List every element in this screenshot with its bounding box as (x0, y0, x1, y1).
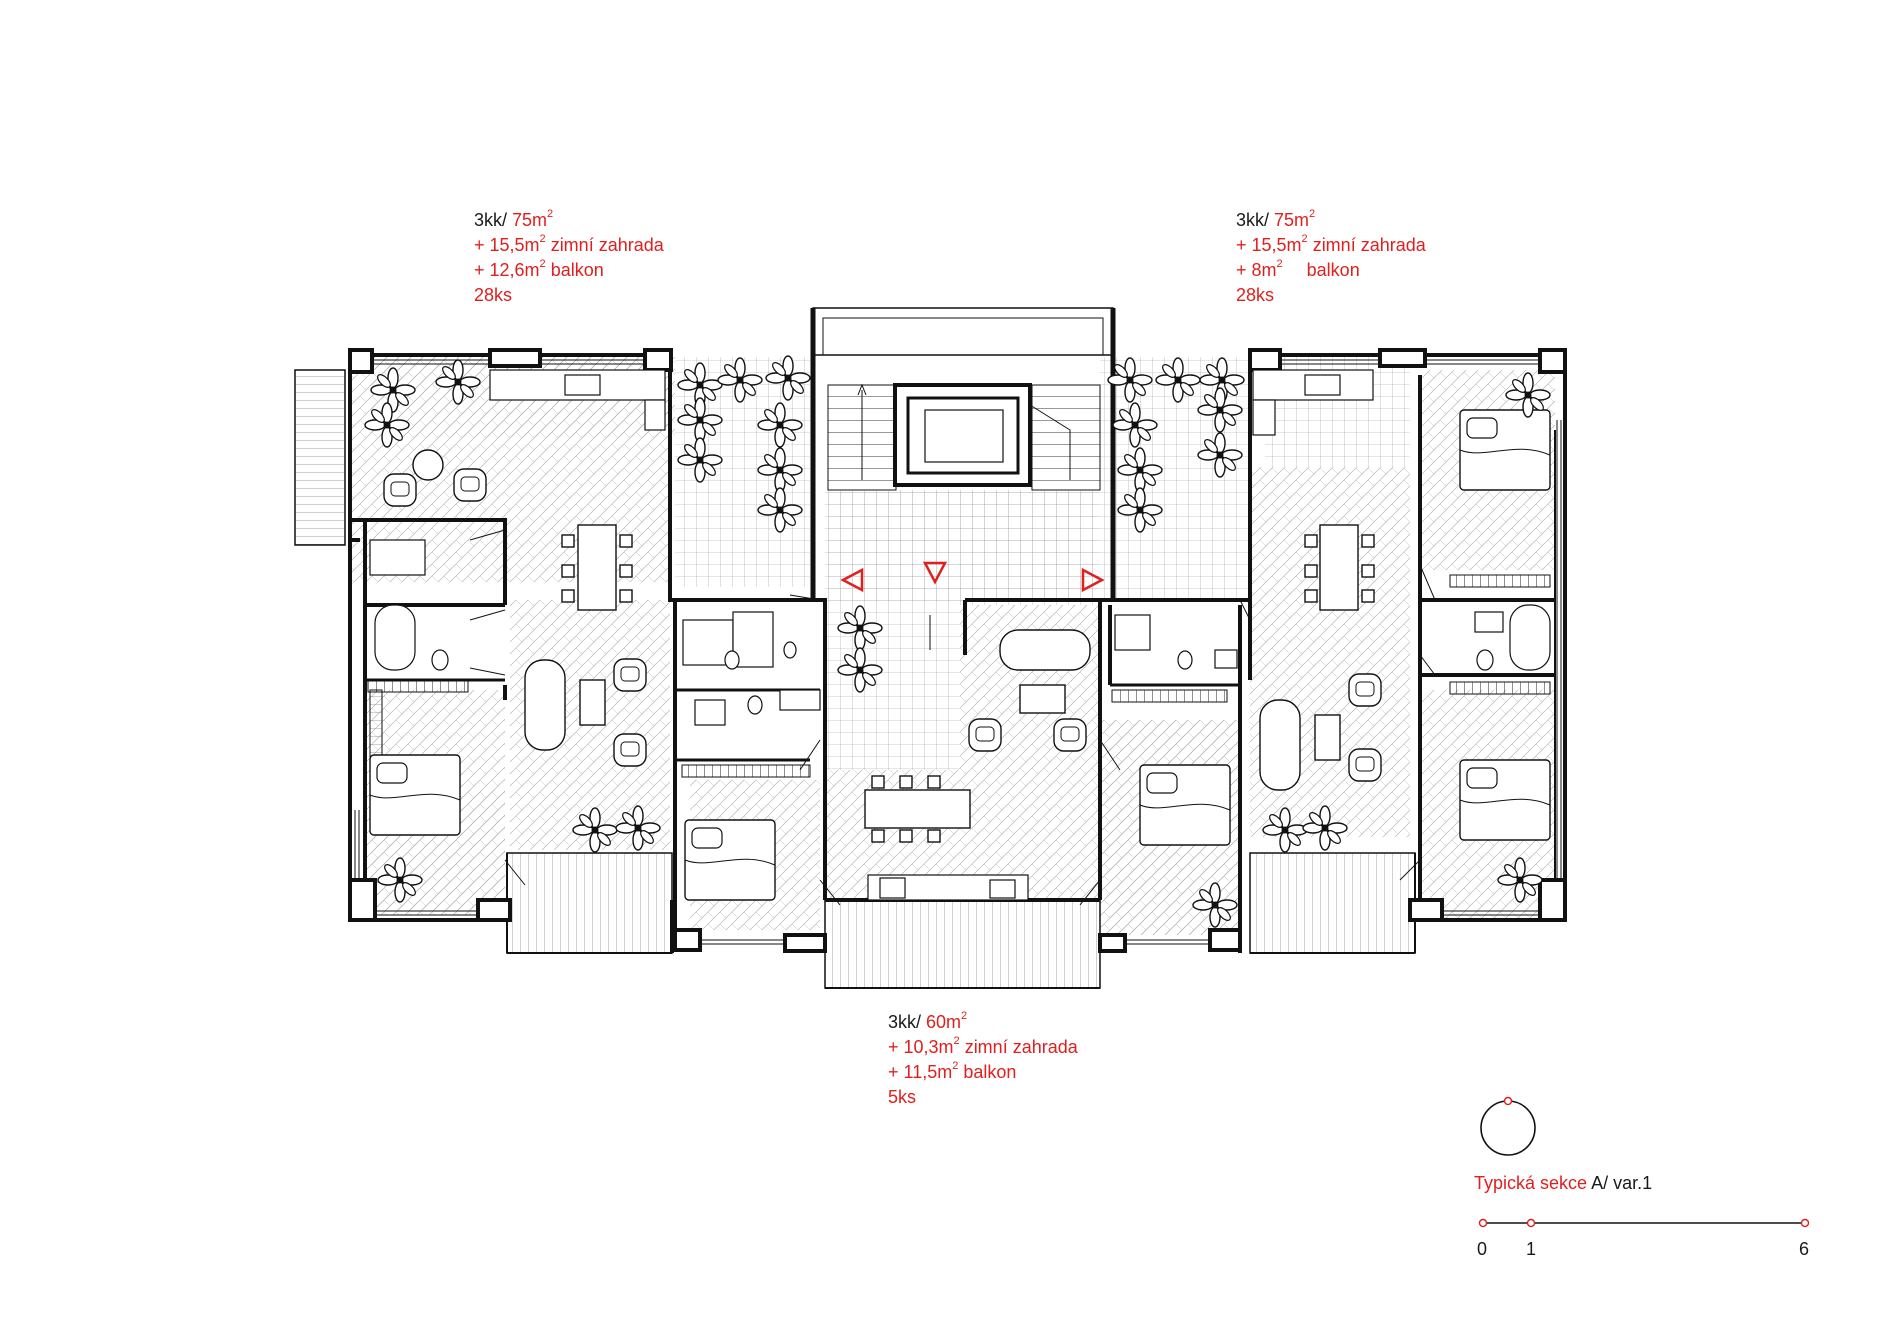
winter-garden-label: zimní zahrada (964, 1037, 1078, 1057)
scale-tick-1: 1 (1526, 1239, 1537, 1259)
unit-area: 75m (512, 210, 548, 230)
winter-garden-area: + 15,5m (474, 235, 540, 255)
section-title-variant: A/ var.1 (1591, 1173, 1653, 1193)
balconies (294, 369, 1416, 989)
unit-type: 3kk/ (474, 210, 508, 230)
section-title: Typická sekce A/ var.1 (1474, 1173, 1652, 1194)
fixtures (369, 369, 1551, 901)
door-swings (469, 529, 1436, 906)
balcony-label: balkon (963, 1062, 1017, 1082)
windows (354, 359, 1562, 945)
unit-count: 28ks (474, 285, 513, 305)
north-arrow (1480, 1096, 1536, 1156)
unit-area: 60m (926, 1012, 962, 1032)
unit-area: 75m (1274, 210, 1310, 230)
scale-bar (1478, 1218, 1810, 1228)
unit-label-north-west: 3kk/ 75m2 + 15,5m2 zimní zahrada + 12,6m… (474, 208, 664, 308)
winter-garden-label: zimní zahrada (1312, 235, 1426, 255)
balcony-label: balkon (550, 260, 604, 280)
living-furniture (383, 468, 1382, 791)
scale-tick-0: 0 (1477, 1239, 1488, 1259)
unit-label-south: 3kk/ 60m2 + 10,3m2 zimní zahrada + 11,5m… (888, 1010, 1078, 1110)
stair-core (812, 307, 1114, 602)
unit-type: 3kk/ (1236, 210, 1270, 230)
entry-markers (840, 561, 1105, 593)
winter-garden-label: zimní zahrada (550, 235, 664, 255)
winter-garden-area: + 10,3m (888, 1037, 954, 1057)
winter-garden-area: + 15,5m (1236, 235, 1302, 255)
section-title-red: Typická sekce (1474, 1173, 1588, 1193)
unit-count: 28ks (1236, 285, 1275, 305)
unit-count: 5ks (888, 1087, 917, 1107)
balcony-area: + 8m (1236, 260, 1277, 280)
dining-tables (412, 449, 1375, 843)
columns (348, 348, 1567, 953)
balcony-area: + 12,6m (474, 260, 540, 280)
balcony-area: + 11,5m (888, 1062, 953, 1082)
balcony-label: balkon (1306, 260, 1360, 280)
unit-type: 3kk/ (888, 1012, 922, 1032)
scale-tick-6: 6 (1799, 1239, 1810, 1259)
